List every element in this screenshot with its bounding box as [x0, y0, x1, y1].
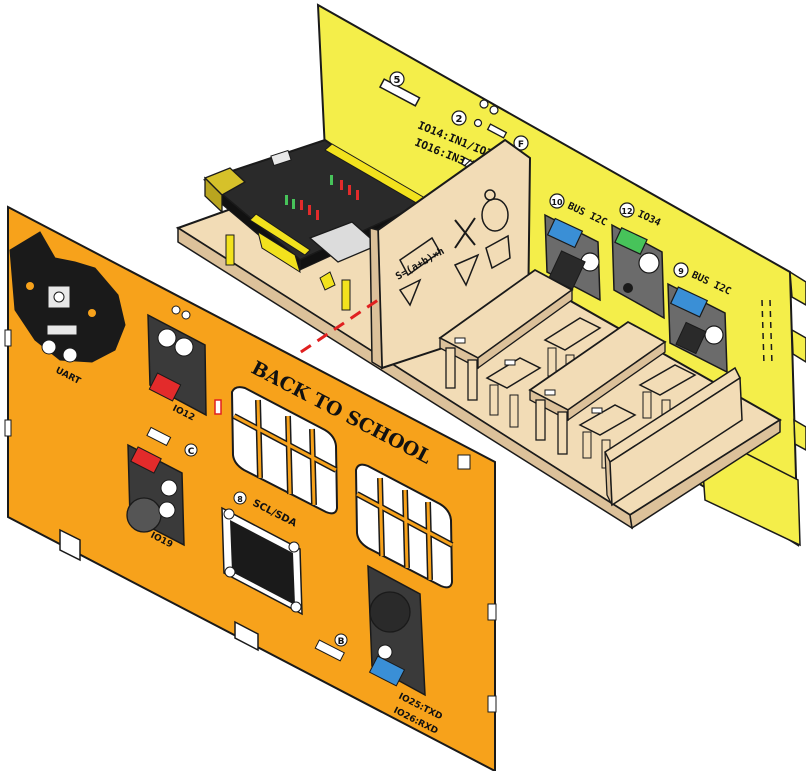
marker-b: B	[334, 633, 348, 647]
marker-5-back: 5	[389, 71, 405, 87]
window-left	[230, 386, 339, 515]
controller-board	[202, 138, 426, 311]
window-right	[354, 463, 454, 589]
svg-text:5: 5	[394, 75, 401, 86]
svg-text:8: 8	[237, 495, 243, 504]
svg-text:2: 2	[456, 114, 463, 125]
svg-text:B: B	[338, 637, 345, 647]
desk-2	[528, 320, 667, 455]
desk-1	[438, 268, 574, 401]
front-rail	[604, 366, 743, 507]
chair-1	[485, 357, 542, 428]
svg-text:9: 9	[678, 267, 684, 276]
uart-cat-module: UART	[9, 231, 126, 387]
assembly-guide-line	[217, 298, 379, 410]
svg-text:F: F	[518, 140, 524, 150]
svg-text:C: C	[188, 447, 195, 457]
svg-text:12: 12	[621, 207, 632, 216]
svg-text:10: 10	[551, 198, 563, 207]
front-orange-panel: UART IO12 C IO19	[4, 205, 497, 771]
marker-c: C	[184, 443, 198, 457]
marker-f: F	[513, 135, 529, 151]
buzzer-module-io19: IO19	[126, 443, 185, 550]
marker-2: 2	[451, 110, 467, 126]
alignment-slot	[214, 399, 222, 415]
